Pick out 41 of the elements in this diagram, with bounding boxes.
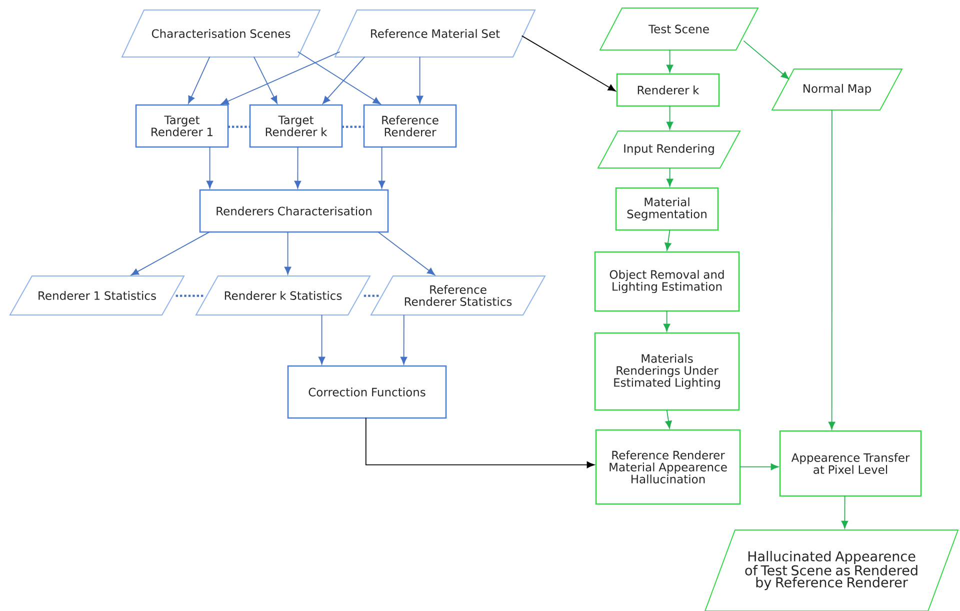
arrow [743,40,789,80]
arrow [663,310,670,332]
arrow [666,167,674,187]
process-box: Reference Renderer [363,104,457,148]
process-box: Appearence Transfer at Pixel Level [779,430,922,497]
process-box: Reference Renderer Material Appearence Hallucination [595,429,741,505]
arrow [377,231,436,276]
arrow [220,51,340,105]
arrow [206,146,214,189]
arrow [294,146,302,189]
process-box: Renderers Characterisation [199,189,389,233]
process-box: Correction Functions [287,365,447,419]
arrow [416,56,424,104]
arrow [284,231,292,275]
dotted-connector [228,126,250,128]
arrow [739,463,779,470]
dotted-connector [176,294,204,297]
process-box: Target Renderer k [249,104,343,148]
arrow [253,56,278,104]
arrow [400,314,408,365]
process-box: Target Renderer 1 [135,104,229,148]
arrow [365,417,595,468]
arrow [322,56,366,104]
process-box: Renderer k [616,73,720,107]
process-box: Object Removal and Lighting Estimation [594,251,740,312]
arrow [664,229,672,251]
arrow [378,146,386,189]
process-box: Material Segmentation [615,187,719,231]
arrow [130,231,210,276]
arrow [841,495,848,529]
arrow [666,49,674,73]
arrow [297,51,381,104]
arrow [521,35,616,92]
arrow [828,109,836,430]
arrow [318,314,326,365]
arrow [188,56,210,104]
dotted-connector [342,126,364,128]
process-box: Materials Renderings Under Estimated Lighting [594,332,740,411]
dotted-connector [364,294,381,297]
arrow [665,409,672,429]
arrow [666,105,674,130]
